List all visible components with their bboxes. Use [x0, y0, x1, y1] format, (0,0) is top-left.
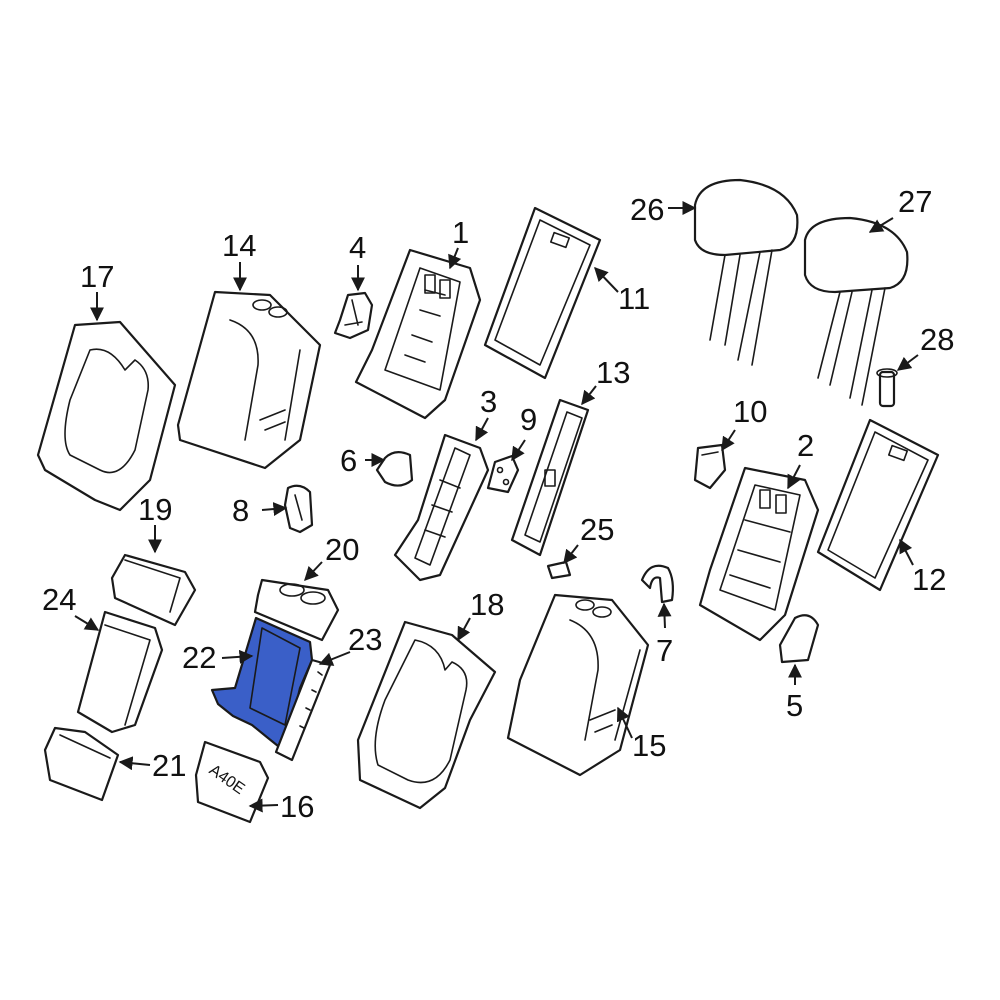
callout-9[interactable]: 9: [520, 402, 537, 437]
part-14-backrest-cover-left[interactable]: [176, 290, 322, 470]
part-6-trim-cap[interactable]: [375, 451, 414, 487]
part-15-backrest-cover-center[interactable]: [506, 593, 650, 777]
callout-16[interactable]: 16: [280, 789, 314, 824]
callout-18[interactable]: 18: [470, 587, 504, 622]
part-26-headrest-left[interactable]: [693, 178, 799, 366]
part-11-backrest-panel-left[interactable]: [483, 206, 602, 380]
callout-26[interactable]: 26: [630, 192, 664, 227]
part-5-side-cap[interactable]: [778, 614, 820, 664]
callout-13[interactable]: 13: [596, 355, 630, 390]
callout-28[interactable]: 28: [920, 322, 954, 357]
callout-1[interactable]: 1: [452, 215, 469, 250]
part-12-backrest-panel-right[interactable]: [816, 418, 940, 592]
part-2-backrest-frame-right[interactable]: [698, 466, 820, 642]
callout-4[interactable]: 4: [349, 230, 366, 265]
callout-23[interactable]: 23: [348, 622, 382, 657]
callout-7[interactable]: 7: [656, 633, 673, 668]
callout-24[interactable]: 24: [42, 582, 76, 617]
callout-15[interactable]: 15: [632, 728, 666, 763]
callout-21[interactable]: 21: [152, 748, 186, 783]
part-13-trim-panel[interactable]: [510, 398, 590, 557]
part-21-armrest-base[interactable]: [43, 726, 120, 802]
callout-11[interactable]: 11: [618, 281, 650, 316]
callout-12[interactable]: 12: [912, 562, 946, 597]
part-1-backrest-frame-left[interactable]: [354, 248, 482, 420]
part-20-cup-holder[interactable]: [253, 578, 340, 642]
part-28-headrest-guide[interactable]: [876, 368, 898, 408]
callout-2[interactable]: 2: [797, 428, 814, 463]
callout-6[interactable]: 6: [340, 443, 357, 478]
part-24-armrest[interactable]: [76, 610, 164, 734]
callout-3[interactable]: 3: [480, 384, 497, 419]
part-10-hinge-clip[interactable]: [693, 443, 727, 490]
callout-5[interactable]: 5: [786, 688, 803, 723]
part-9-clip[interactable]: [486, 454, 520, 494]
part-25-clip[interactable]: [546, 560, 572, 580]
callout-17[interactable]: 17: [80, 259, 114, 294]
callout-8[interactable]: 8: [232, 493, 249, 528]
part-3-backrest-side-frame[interactable]: [393, 433, 490, 582]
part-17-backrest-cushion-left[interactable]: [36, 320, 177, 512]
callout-25[interactable]: 25: [580, 512, 614, 547]
callout-14[interactable]: 14: [222, 228, 256, 263]
callout-leaders: [74, 201, 919, 813]
part-8-bracket[interactable]: [283, 484, 314, 534]
callout-22[interactable]: 22: [182, 640, 216, 675]
part-16-armrest-bracket[interactable]: A40E: [194, 740, 270, 824]
part-4-bracket[interactable]: [333, 291, 374, 340]
callout-numbers: 1 2 3 4 5 6 7 8 9 10 11 12 13 14 15 16 1…: [42, 184, 954, 824]
callout-20[interactable]: 20: [325, 532, 359, 567]
part-18-backrest-cushion-center[interactable]: [356, 620, 497, 810]
callout-10[interactable]: 10: [733, 394, 767, 429]
callout-19[interactable]: 19: [138, 492, 172, 527]
part-7-hook[interactable]: [640, 564, 674, 604]
part-19-armrest-cap[interactable]: [110, 553, 197, 627]
part-27-headrest-right[interactable]: [803, 216, 909, 406]
callout-27[interactable]: 27: [898, 184, 932, 219]
